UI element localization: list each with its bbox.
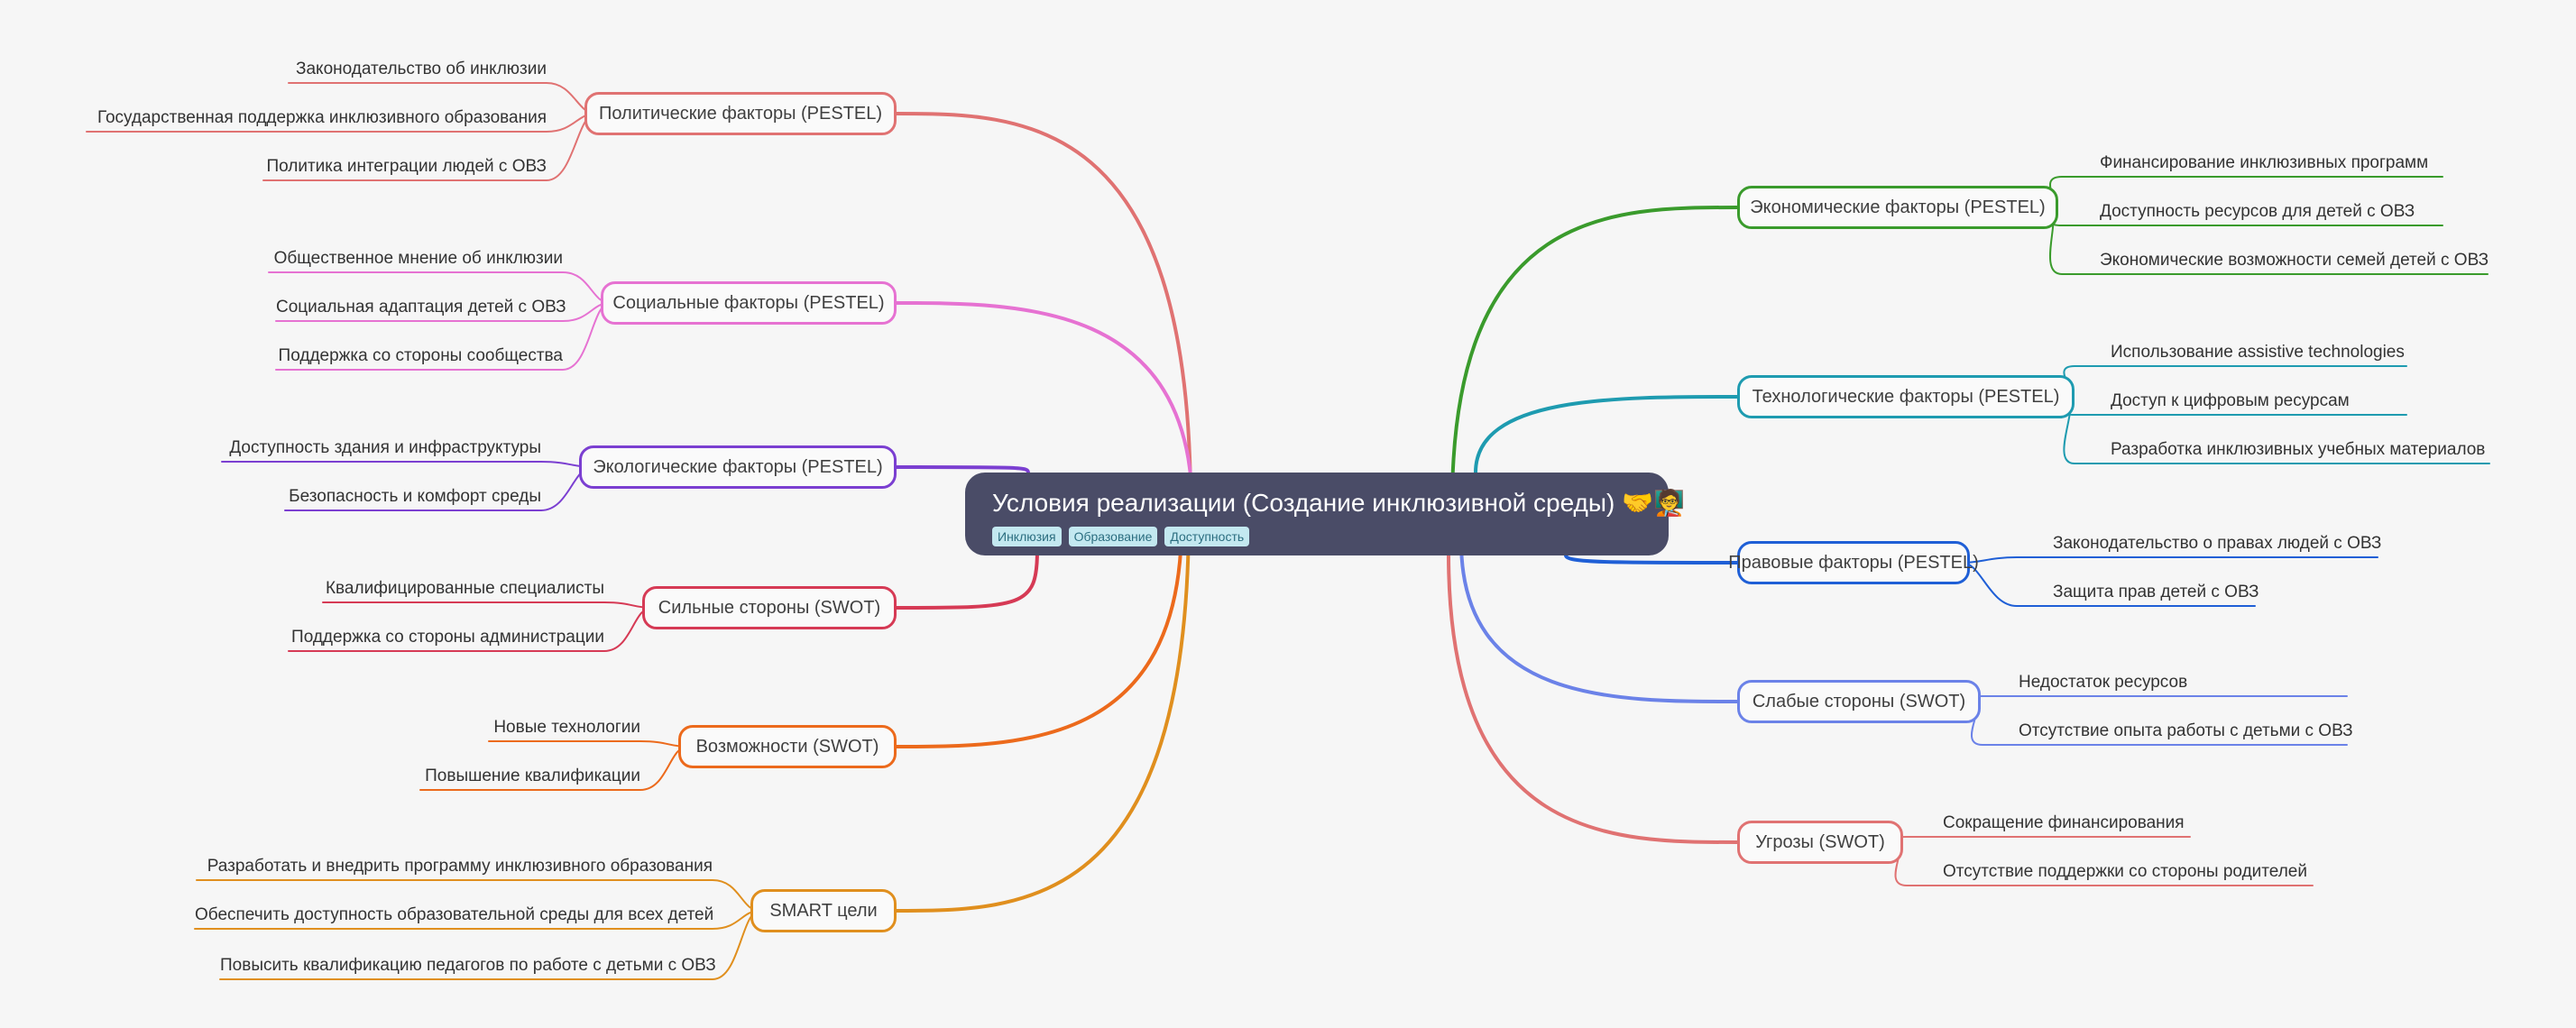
branch-label: Слабые стороны (SWOT) bbox=[1752, 691, 1966, 711]
branch-label: Возможности (SWOT) bbox=[695, 736, 879, 757]
branch-smart-goals[interactable]: SMART цели bbox=[750, 889, 897, 932]
leaf-legal-2[interactable]: Защита прав детей с ОВЗ bbox=[2053, 583, 2259, 601]
central-topic[interactable]: Условия реализации (Создание инклюзивной… bbox=[965, 473, 1685, 555]
tag-education[interactable]: Образование bbox=[1068, 527, 1158, 546]
branch-strengths[interactable]: Сильные стороны (SWOT) bbox=[642, 586, 897, 629]
branch-link bbox=[895, 521, 1183, 748]
leaf-threats-1[interactable]: Сокращение финансирования bbox=[1943, 813, 2185, 832]
branch-link bbox=[1450, 206, 1739, 507]
branch-label: Экологические факторы (PESTEL) bbox=[593, 456, 883, 477]
leaf-smart-3[interactable]: Повысить квалификацию педагогов по работ… bbox=[220, 956, 716, 975]
tag-accessibility[interactable]: Доступность bbox=[1164, 527, 1250, 546]
branch-economic[interactable]: Экономические факторы (PESTEL) bbox=[1737, 186, 2058, 229]
leaf-weaknesses-2[interactable]: Отсутствие опыта работы с детьми с ОВЗ bbox=[2019, 721, 2353, 740]
leaf-political-2[interactable]: Государственная поддержка инклюзивного о… bbox=[97, 108, 547, 127]
leaf-economic-1[interactable]: Финансирование инклюзивных программ bbox=[2100, 153, 2429, 172]
branch-ecological[interactable]: Экологические факторы (PESTEL) bbox=[579, 445, 897, 489]
leaf-opportunities-1[interactable]: Новые технологии bbox=[493, 718, 640, 737]
branch-link bbox=[895, 112, 1192, 507]
leaf-strengths-2[interactable]: Поддержка со стороны администрации bbox=[291, 628, 604, 647]
branch-label: Угрозы (SWOT) bbox=[1755, 831, 1885, 852]
branch-link bbox=[1564, 554, 1739, 564]
branch-social[interactable]: Социальные факторы (PESTEL) bbox=[601, 281, 897, 325]
branch-label: Сильные стороны (SWOT) bbox=[658, 597, 881, 618]
leaf-social-1[interactable]: Общественное мнение об инклюзии bbox=[273, 249, 563, 268]
branch-link bbox=[895, 548, 1039, 610]
branch-label: SMART цели bbox=[769, 900, 878, 921]
leaf-ecological-2[interactable]: Безопасность и комфорт среды bbox=[289, 487, 541, 506]
branch-opportunities[interactable]: Возможности (SWOT) bbox=[678, 725, 897, 768]
branch-label: Социальные факторы (PESTEL) bbox=[612, 292, 885, 313]
tag-inclusion[interactable]: Инклюзия bbox=[992, 527, 1062, 546]
central-topic-title: Условия реализации (Создание инклюзивной… bbox=[992, 489, 1685, 517]
branch-link bbox=[1459, 539, 1739, 703]
branch-label: Правовые факторы (PESTEL) bbox=[1728, 552, 1979, 573]
leaf-political-3[interactable]: Политика интеграции людей с ОВЗ bbox=[266, 157, 547, 176]
branch-label: Политические факторы (PESTEL) bbox=[598, 103, 883, 124]
leaf-weaknesses-1[interactable]: Недостаток ресурсов bbox=[2019, 673, 2188, 692]
leaf-smart-1[interactable]: Разработать и внедрить программу инклюзи… bbox=[207, 857, 713, 876]
branch-political[interactable]: Политические факторы (PESTEL) bbox=[584, 92, 897, 135]
leaf-legal-1[interactable]: Законодательство о правах людей с ОВЗ bbox=[2053, 534, 2382, 553]
leaf-technological-2[interactable]: Доступ к цифровым ресурсам bbox=[2111, 391, 2350, 410]
branch-link bbox=[1474, 395, 1739, 474]
leaf-social-2[interactable]: Социальная адаптация детей с ОВЗ bbox=[276, 298, 566, 317]
branch-label: Технологические факторы (PESTEL) bbox=[1752, 386, 2060, 407]
leaf-threats-2[interactable]: Отсутствие поддержки со стороны родителе… bbox=[1943, 862, 2307, 881]
leaf-economic-2[interactable]: Доступность ресурсов для детей с ОВЗ bbox=[2100, 202, 2415, 221]
leaf-technological-1[interactable]: Использование assistive technologies bbox=[2111, 343, 2405, 362]
branch-technological[interactable]: Технологические факторы (PESTEL) bbox=[1737, 375, 2075, 418]
branch-link bbox=[895, 465, 1030, 474]
leaf-economic-3[interactable]: Экономические возможности семей детей с … bbox=[2100, 251, 2489, 270]
branch-weaknesses[interactable]: Слабые стороны (SWOT) bbox=[1737, 680, 1981, 723]
leaf-political-1[interactable]: Законодательство об инклюзии bbox=[296, 60, 547, 78]
leaf-social-3[interactable]: Поддержка со стороны сообщества bbox=[278, 346, 563, 365]
branch-label: Экономические факторы (PESTEL) bbox=[1750, 197, 2046, 217]
branch-link bbox=[1447, 552, 1739, 844]
leaf-smart-2[interactable]: Обеспечить доступность образовательной с… bbox=[195, 905, 714, 924]
branch-link bbox=[895, 512, 1191, 913]
branch-link bbox=[895, 301, 1194, 512]
leaf-strengths-1[interactable]: Квалифицированные специалисты bbox=[325, 579, 604, 598]
branch-threats[interactable]: Угрозы (SWOT) bbox=[1737, 821, 1903, 864]
branch-legal[interactable]: Правовые факторы (PESTEL) bbox=[1728, 541, 1979, 584]
leaf-ecological-1[interactable]: Доступность здания и инфраструктуры bbox=[229, 438, 541, 457]
leaf-technological-3[interactable]: Разработка инклюзивных учебных материало… bbox=[2111, 440, 2486, 459]
leaf-opportunities-2[interactable]: Повышение квалификации bbox=[425, 766, 640, 785]
